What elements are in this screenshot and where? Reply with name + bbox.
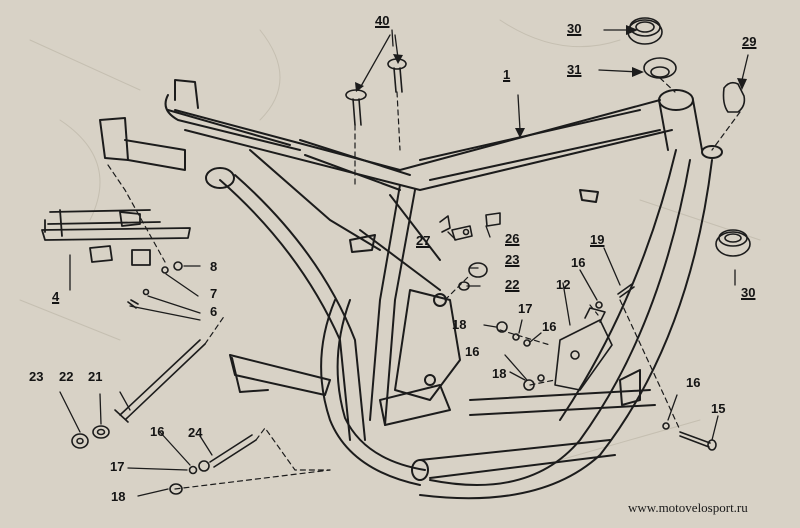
callout-23-b: 23 — [505, 252, 520, 267]
callout-4: 4 — [52, 289, 60, 304]
callout-18-c: 18 — [492, 366, 507, 381]
callout-19: 19 — [590, 232, 605, 247]
callout-22-a: 22 — [59, 369, 74, 384]
callout-8: 8 — [210, 259, 218, 274]
arrowheads — [355, 25, 747, 138]
callout-16-e: 16 — [150, 424, 165, 439]
callout-22-b: 22 — [505, 277, 520, 292]
callout-23-a: 23 — [29, 369, 44, 384]
callout-24: 24 — [188, 425, 203, 440]
callout-29: 29 — [742, 34, 757, 49]
callout-30-b: 30 — [741, 285, 756, 300]
callout-18-a: 18 — [111, 489, 126, 504]
frame-tubes — [99, 79, 723, 500]
assembly-lines — [107, 77, 741, 490]
fasteners-left — [71, 261, 257, 495]
callout-30-a: 30 — [567, 21, 582, 36]
callout-17-b: 17 — [518, 301, 533, 316]
callout-12: 12 — [556, 277, 571, 292]
callout-6: 6 — [210, 304, 218, 319]
site-watermark: www.motovelosport.ru — [628, 500, 748, 515]
callout-16-a: 16 — [571, 255, 586, 270]
callout-1: 1 — [503, 67, 511, 82]
callout-16-c: 16 — [465, 344, 480, 359]
callout-27: 27 — [416, 233, 431, 248]
callout-31: 31 — [567, 62, 582, 77]
callout-16-d: 16 — [686, 375, 701, 390]
callout-18-b: 18 — [452, 317, 467, 332]
callout-40: 40 — [375, 13, 390, 28]
callout-21: 21 — [88, 369, 103, 384]
callout-15: 15 — [711, 401, 726, 416]
background-texture — [19, 19, 761, 461]
callout-7: 7 — [210, 286, 218, 301]
callout-17-a: 17 — [110, 459, 125, 474]
callout-26: 26 — [505, 231, 520, 246]
callout-16-b: 16 — [542, 319, 557, 334]
rear-bracket-part-4 — [41, 209, 191, 266]
